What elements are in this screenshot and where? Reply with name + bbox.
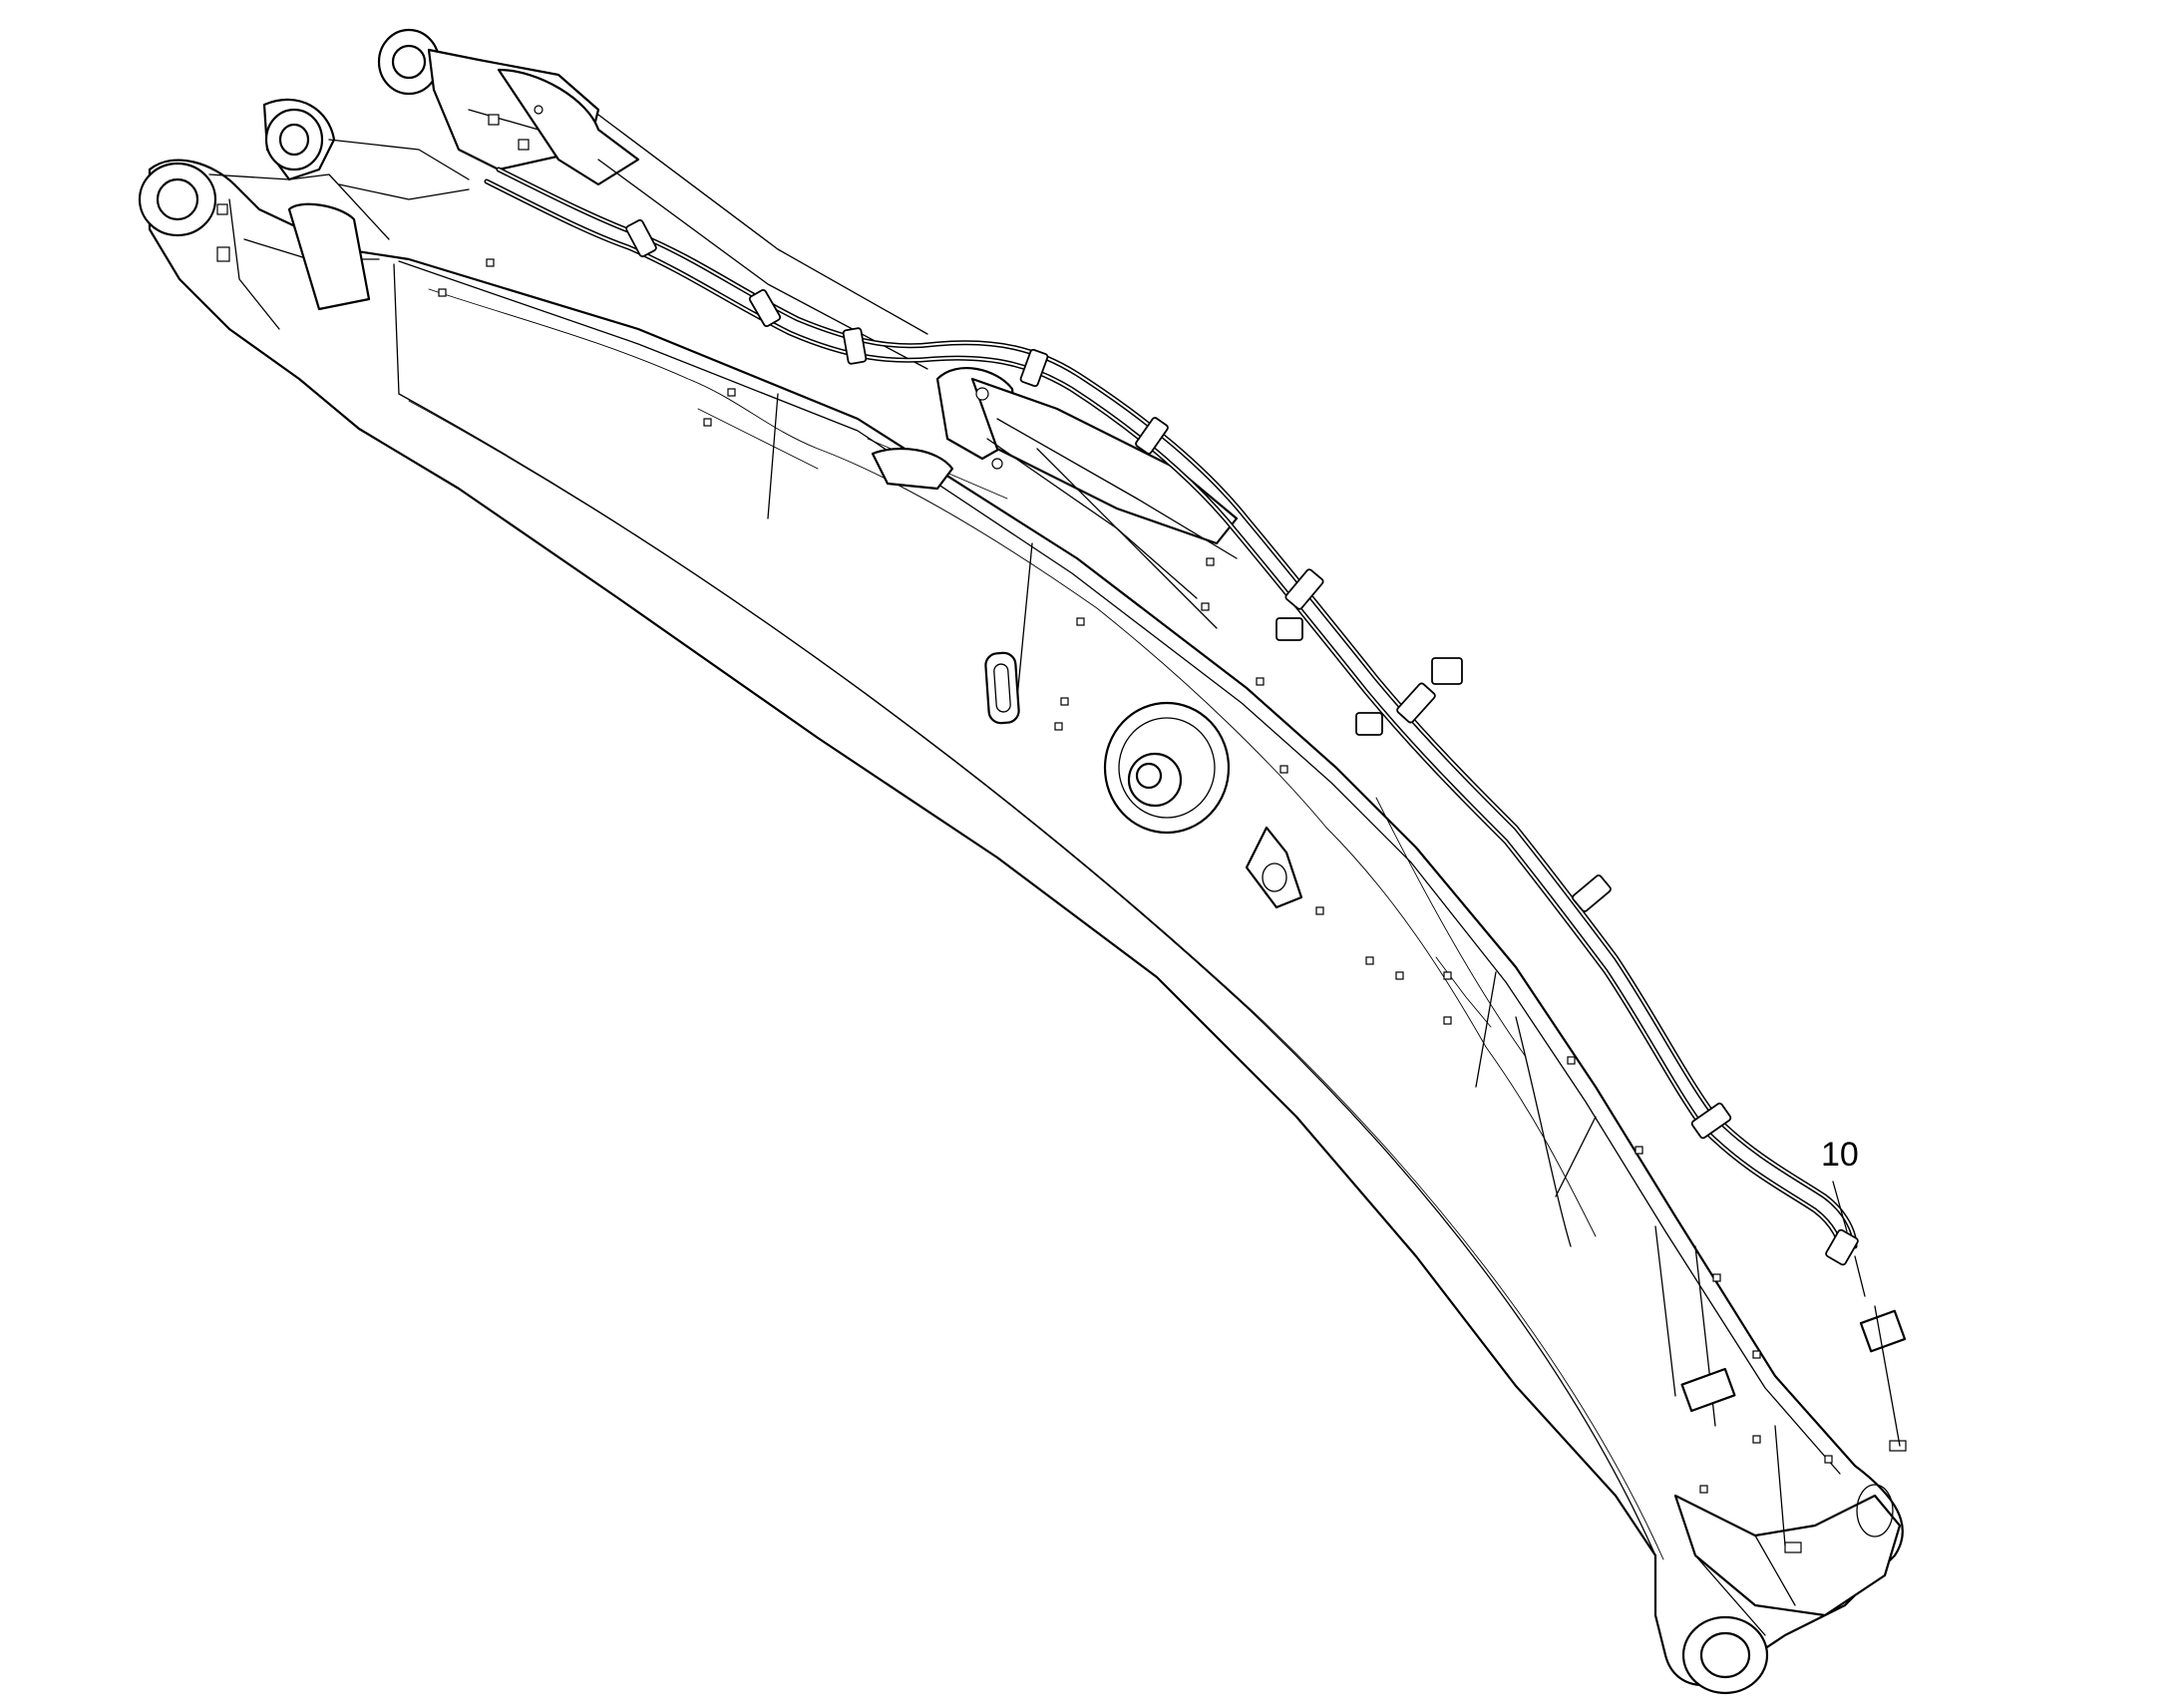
arm-pivot-hub xyxy=(1103,701,1231,835)
part-callout-10: 10 xyxy=(1821,1136,1859,1174)
lifting-eye xyxy=(1245,826,1303,909)
mid-cylinder-bracket xyxy=(871,367,1239,629)
boom-cylinder-end xyxy=(377,28,928,370)
callout-leader-line xyxy=(1832,1181,1848,1232)
boom-body xyxy=(148,159,1904,1687)
boom-nose xyxy=(1673,1255,1907,1695)
hose-clamps xyxy=(625,218,1859,1266)
mounting-holes xyxy=(438,258,1833,1494)
slot-plate xyxy=(984,651,1020,725)
boom-foot xyxy=(138,98,470,330)
